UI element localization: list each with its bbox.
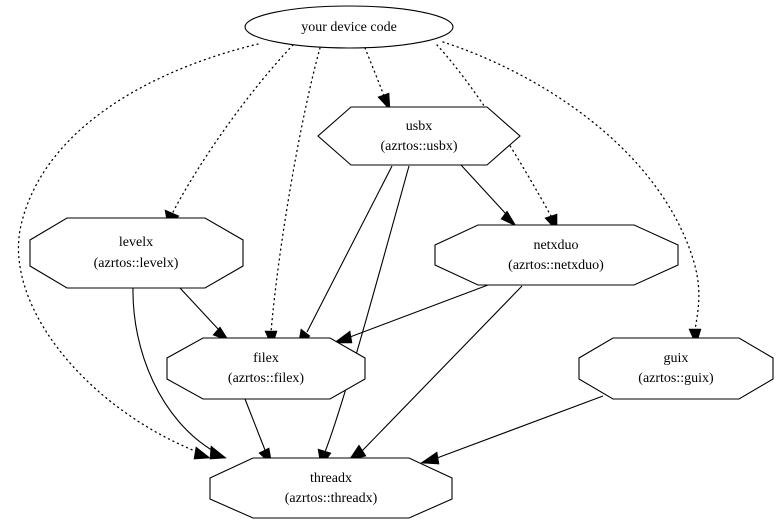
node-label-filex-line2: (azrtos::filex) — [228, 371, 305, 386]
edge-guix-to-threadx — [420, 395, 604, 465]
node-label-levelx-line2: (azrtos::levelx) — [94, 256, 179, 271]
node-label-levelx-line1: levelx — [119, 235, 153, 250]
edge-group-solid — [132, 164, 604, 468]
node-threadx[interactable]: threadx (azrtos::threadx) — [209, 457, 453, 519]
node-filex[interactable]: filex (azrtos::filex) — [166, 337, 366, 400]
edge-netxduo-to-threadx — [348, 285, 523, 461]
edge-levelx-to-filex — [179, 287, 230, 342]
edge-filex-to-threadx — [244, 398, 273, 466]
edge-netxduo-to-filex — [333, 284, 489, 344]
node-label-guix-line2: (azrtos::guix) — [638, 371, 714, 386]
node-guix[interactable]: guix (azrtos::guix) — [578, 337, 774, 400]
edge-levelx-to-threadx — [132, 287, 227, 460]
node-usbx[interactable]: usbx (azrtos::usbx) — [317, 106, 521, 166]
edge-usbx-to-threadx — [317, 165, 410, 468]
node-label-netxduo-line2: (azrtos::netxduo) — [508, 258, 604, 273]
node-label-netxduo-line1: netxduo — [533, 238, 578, 253]
node-levelx[interactable]: levelx (azrtos::levelx) — [29, 217, 244, 289]
node-label-usbx-line1: usbx — [406, 119, 432, 134]
node-label-usbx-line2: (azrtos::usbx) — [381, 139, 458, 154]
edge-devicecode-to-threadx — [17, 43, 259, 460]
node-label-threadx-line1: threadx — [310, 471, 352, 486]
node-label-guix-line1: guix — [664, 351, 689, 366]
node-label-threadx-line2: (azrtos::threadx) — [285, 491, 378, 506]
node-label-filex-line1: filex — [253, 351, 279, 366]
edge-devicecode-to-filex — [264, 47, 321, 348]
node-your-device-code[interactable]: your device code — [244, 5, 454, 49]
edge-usbx-to-netxduo — [460, 164, 517, 227]
edge-usbx-to-filex — [297, 165, 393, 348]
node-netxduo[interactable]: netxduo (azrtos::netxduo) — [434, 224, 679, 286]
node-label-your-device-code: your device code — [301, 20, 397, 35]
edge-devicecode-to-usbx — [364, 47, 391, 111]
edge-devicecode-to-levelx — [164, 44, 294, 228]
edge-devicecode-to-guix — [442, 41, 702, 346]
